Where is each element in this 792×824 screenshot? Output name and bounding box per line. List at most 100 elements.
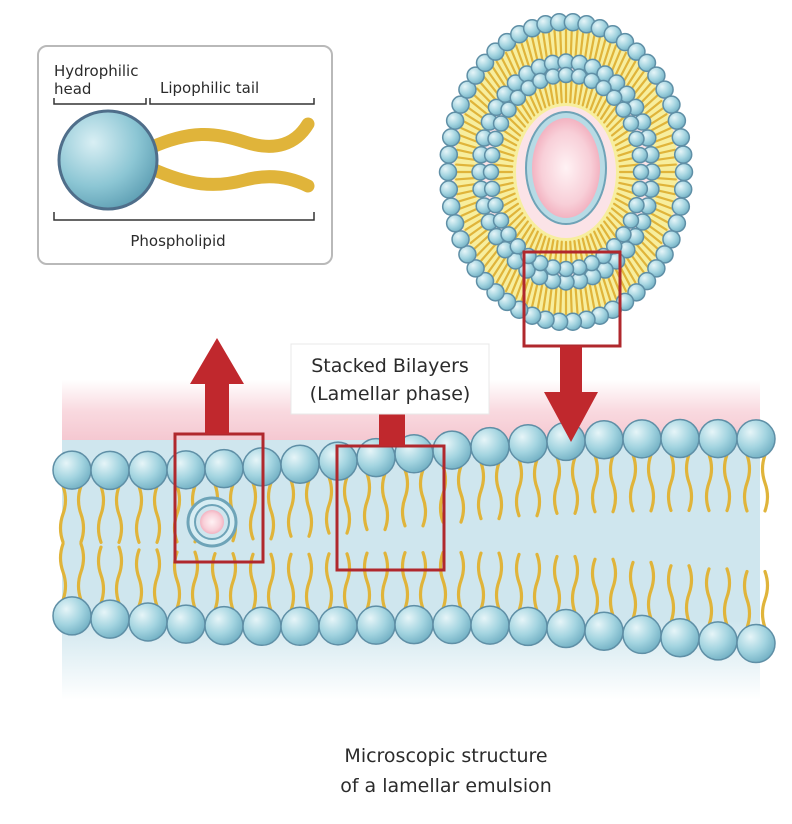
vesicle-tail: [574, 284, 579, 315]
membrane-tail: [152, 484, 162, 544]
membrane-tail: [286, 478, 296, 538]
membrane-head-bottom: [166, 604, 206, 644]
membrane-tail: [608, 454, 618, 514]
vesicle-tail: [553, 29, 558, 60]
membrane-head-bottom: [546, 608, 586, 649]
vesicle-head-inner: [492, 212, 510, 229]
membrane-head-top: [128, 450, 168, 491]
vesicle-head-outer: [671, 128, 691, 147]
vesicle-tail: [464, 113, 485, 127]
membrane-head-bottom: [280, 606, 320, 647]
membrane-tail: [362, 471, 372, 532]
vesicle-tail: [493, 163, 514, 168]
membrane-tail: [666, 452, 676, 513]
membrane-tail: [342, 475, 352, 535]
membrane-tail: [324, 475, 334, 535]
vesicle-tail: [577, 79, 584, 106]
membrane-head-top: [204, 448, 244, 489]
membrane-tail: [114, 484, 124, 544]
vesicle-tail: [574, 29, 579, 60]
vesicle-tail: [613, 128, 632, 142]
membrane-tail: [570, 554, 580, 615]
vesicle-head-inner: [615, 226, 632, 243]
membrane-tail: [438, 550, 448, 611]
vesicle-head-outer: [445, 111, 465, 130]
vesicle-head-outer: [458, 80, 477, 99]
vesicle-tail: [559, 29, 563, 60]
vesicle-head-inner: [532, 254, 549, 272]
vesicle-tail: [608, 115, 626, 132]
membrane-head-top: [52, 450, 92, 490]
arrow-up-left: [190, 338, 244, 434]
membrane-tail: [532, 552, 542, 613]
vesicle-head-inner: [622, 212, 640, 229]
vesicle-tail: [654, 156, 677, 162]
vesicle-head-inner: [509, 238, 527, 255]
vesicle-head-inner: [500, 226, 517, 243]
vesicle-head-outer: [441, 128, 461, 147]
membrane-head-top: [508, 423, 548, 464]
membrane-head-bottom: [736, 623, 776, 664]
membrane-head-bottom: [318, 606, 358, 646]
vesicle-tail: [601, 41, 612, 69]
vesicle-tail: [648, 211, 670, 224]
membrane-head-top: [90, 450, 130, 491]
vesicle-tail: [479, 81, 498, 102]
vesicle-tail: [642, 99, 663, 117]
vesicle-head-inner: [631, 180, 649, 198]
membrane-tail: [342, 552, 352, 612]
vesicle-head-outer: [662, 95, 681, 114]
membrane-tail: [646, 560, 656, 621]
vesicle-tail: [457, 194, 480, 203]
vesicle-tail: [625, 255, 641, 279]
membrane-tail: [380, 471, 390, 532]
membrane-tail: [514, 458, 524, 518]
vesicle-head-inner: [487, 196, 504, 214]
callout-box: Stacked Bilayers (Lamellar phase): [290, 343, 490, 415]
membrane-head-bottom: [52, 596, 92, 636]
vesicle-tail: [513, 220, 529, 240]
vesicle-head-inner: [595, 79, 612, 97]
membrane-head-bottom: [90, 599, 130, 639]
caption-line1: Microscopic structure: [344, 745, 547, 767]
vesicle-tail: [652, 141, 675, 150]
membrane-tail: [190, 550, 200, 610]
vesicle-tail: [469, 99, 490, 117]
vesicle-tail: [542, 32, 549, 62]
vesicle-tail: [506, 115, 524, 132]
membrane-tail: [608, 557, 618, 617]
vesicle-head-inner: [500, 101, 517, 118]
vesicle-tail: [536, 33, 544, 63]
membrane-head-bottom: [508, 606, 548, 647]
membrane-tail: [324, 552, 334, 612]
vesicle-head-outer: [466, 66, 485, 85]
vesicle-tail: [588, 281, 596, 311]
vesicle-tail: [455, 163, 478, 168]
vesicle-head-outer: [475, 271, 495, 291]
vesicle-tail: [634, 242, 653, 263]
membrane-head-bottom: [622, 614, 662, 655]
vesicle-head-outer: [438, 162, 458, 182]
membrane-tail: [684, 452, 694, 513]
phospholipid-inset: Hydrophilic head Lipophilic tail Phospho…: [37, 45, 333, 265]
vesicle-head-inner: [492, 115, 510, 132]
membrane-head-bottom: [584, 611, 624, 651]
membrane-tail: [532, 458, 542, 518]
vesicle-tail: [513, 104, 529, 124]
membrane-tail: [704, 452, 714, 513]
membrane-tail: [684, 564, 694, 624]
inset-tail-lower: [143, 161, 315, 193]
membrane-head-top: [280, 444, 320, 485]
membrane-tail: [646, 453, 656, 513]
vesicle-tail: [651, 200, 674, 210]
vesicle-tail: [597, 38, 607, 67]
vesicle-head-outer: [637, 271, 657, 291]
membrane-tail: [286, 552, 296, 612]
membrane-tail: [418, 551, 428, 611]
membrane-tail: [304, 552, 314, 612]
vesicle-tail: [588, 33, 596, 63]
membrane-heads: [52, 418, 776, 664]
vesicle-head-outer: [662, 230, 681, 249]
vesicle-tail: [525, 38, 535, 67]
vesicle-tail: [603, 104, 619, 124]
